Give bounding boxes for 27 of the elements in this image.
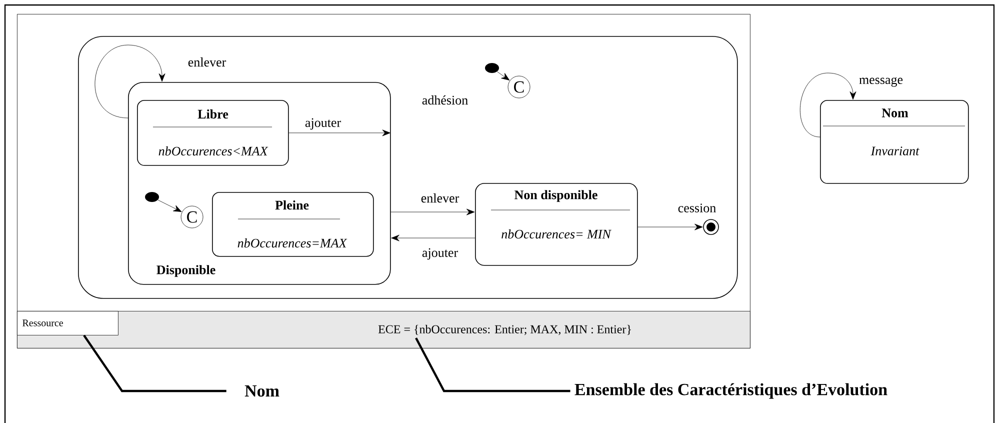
leader-line bbox=[415, 337, 570, 392]
name-tab: Ressource bbox=[17, 311, 118, 336]
callout-text: Ensemble des Caractéristiques d’Evolution bbox=[574, 383, 888, 399]
transition-arrow bbox=[800, 72, 856, 138]
state-box: Pleine nbOccurences=MAX bbox=[212, 192, 374, 257]
transition-arrow bbox=[638, 224, 703, 230]
edge-label: adhésion bbox=[420, 94, 470, 106]
transition-arrow bbox=[158, 200, 182, 212]
state-box: Libre nbOccurences<MAX bbox=[137, 100, 289, 166]
edge-label: ajouter bbox=[420, 247, 460, 261]
edge-label: enlever bbox=[420, 192, 460, 204]
transition-arrow bbox=[496, 71, 510, 80]
state-box: Nom Invariant bbox=[820, 100, 969, 184]
state-box: Non disponible nbOccurences= MIN bbox=[475, 183, 638, 266]
edge-label: cession bbox=[676, 202, 718, 214]
callout-text: Nom bbox=[244, 385, 280, 397]
transition-arrow bbox=[94, 44, 166, 118]
leader-line bbox=[83, 334, 226, 392]
initial-dot bbox=[145, 192, 159, 202]
transition-arrow bbox=[390, 208, 475, 216]
final-state bbox=[703, 219, 719, 235]
initial-dot bbox=[485, 63, 499, 73]
transition-arrow bbox=[288, 130, 390, 136]
edge-label: enlever bbox=[186, 56, 228, 68]
transition-arrow bbox=[391, 234, 476, 242]
edge-label: ajouter bbox=[304, 117, 342, 131]
edge-label: message bbox=[858, 76, 904, 88]
